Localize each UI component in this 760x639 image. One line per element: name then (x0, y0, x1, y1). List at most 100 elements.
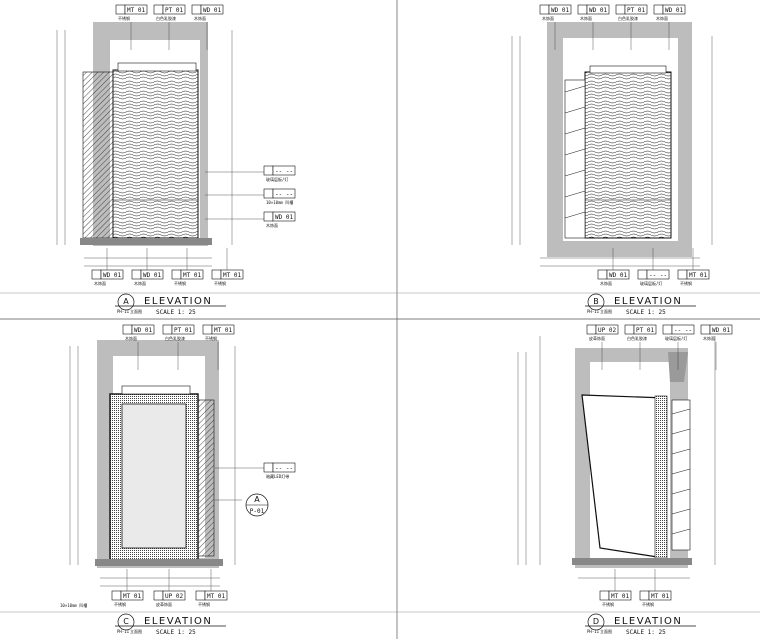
tag-label: 不锈钢 (118, 15, 130, 21)
tag-code: -- -- (275, 465, 293, 472)
glass-shelves (564, 79, 586, 239)
wood-texture-panel (112, 69, 199, 239)
title-elevation: ELEVATION (144, 296, 212, 307)
tag-label: 暗藏LED灯带 (266, 473, 289, 479)
cornice (117, 62, 197, 72)
title-letter: D (593, 617, 599, 626)
tag-label: 不锈钢 (214, 280, 226, 286)
material-tag: -- --玻璃层板/灯 (637, 248, 670, 286)
tag-code: -- -- (275, 191, 293, 198)
title-scale: SCALE 1: 25 (626, 629, 666, 636)
tag-code: WD 01 (143, 272, 161, 279)
tag-label: 不锈钢 (642, 601, 654, 607)
tag-label: 玻璃层板/灯 (665, 335, 687, 341)
tag-code: PT 01 (627, 7, 645, 14)
title-scale: SCALE 1: 25 (626, 309, 666, 316)
tag-label: 木饰面 (94, 280, 106, 286)
tag-code: PT 01 (165, 7, 183, 14)
left-hatched-panel (82, 71, 114, 239)
title-elevation: ELEVATION (144, 616, 212, 627)
title-ref: PH-11 (587, 629, 600, 634)
tag-label: 不锈钢 (198, 601, 210, 607)
tag-label: 玻璃层板/灯 (640, 280, 662, 286)
tag-code: WD 01 (609, 272, 627, 279)
tag-label: 木饰面 (600, 280, 612, 286)
tag-label: 白色乳胶漆 (618, 15, 638, 21)
title-elevation: ELEVATION (614, 616, 682, 627)
tag-label: 白色乳胶漆 (627, 335, 647, 341)
tag-code: WD 01 (275, 214, 293, 221)
title-ref: PH-11 (117, 309, 130, 314)
tag-code: WD 01 (134, 327, 152, 334)
tag-label: 皮革饰面 (156, 601, 172, 607)
tag-label: 玻璃层板/灯 (266, 176, 288, 182)
callout-letter: A (254, 495, 260, 504)
tag-label: 皮革饰面 (589, 335, 605, 341)
tag-label: 不锈钢 (114, 601, 126, 607)
tag-label: 不锈钢 (680, 280, 692, 286)
tag-label: 白色乳胶漆 (156, 15, 176, 21)
callout-ref: P-01 (250, 508, 265, 515)
tag-label: 白色乳胶漆 (165, 335, 185, 341)
right-hatched-panel (197, 399, 215, 557)
upholstery-panel (121, 403, 187, 549)
tag-code: WD 01 (589, 7, 607, 14)
groove-note: 10×10mm 凹槽 (60, 602, 87, 608)
tag-label: 木饰面 (580, 15, 592, 21)
title-name: 立面图 (130, 628, 142, 634)
tag-code: WD 01 (712, 327, 730, 334)
floor-line (572, 558, 692, 565)
title-letter: C (123, 617, 129, 626)
callout-section-marker: A P-01 (245, 493, 269, 517)
tag-code: UP 02 (165, 593, 183, 600)
tag-code: WD 01 (103, 272, 121, 279)
title-name: 立面图 (600, 308, 612, 314)
tag-code: MT 01 (214, 327, 232, 334)
tag-label: 不锈钢 (205, 335, 217, 341)
tag-code: MT 01 (127, 7, 145, 14)
tag-label: 木饰面 (194, 15, 206, 21)
shelf-lines-d (671, 408, 691, 535)
title-name: 立面图 (600, 628, 612, 634)
material-tag: -- --10×10mm 凹槽 (263, 188, 296, 205)
tag-label: 木饰面 (656, 15, 668, 21)
title-letter: B (593, 297, 599, 306)
tag-code: WD 01 (203, 7, 221, 14)
tag-label: 木饰面 (134, 280, 146, 286)
shelf-lines-b (564, 85, 586, 219)
tag-code: MT 01 (207, 593, 225, 600)
tag-code: MT 01 (123, 593, 141, 600)
title-ref: PH-11 (587, 309, 600, 314)
wood-texture-panel (584, 71, 672, 239)
title-scale: SCALE 1: 25 (156, 309, 196, 316)
tag-code: PT 01 (174, 327, 192, 334)
tag-code: MT 01 (689, 272, 707, 279)
title-name: 立面图 (130, 308, 142, 314)
